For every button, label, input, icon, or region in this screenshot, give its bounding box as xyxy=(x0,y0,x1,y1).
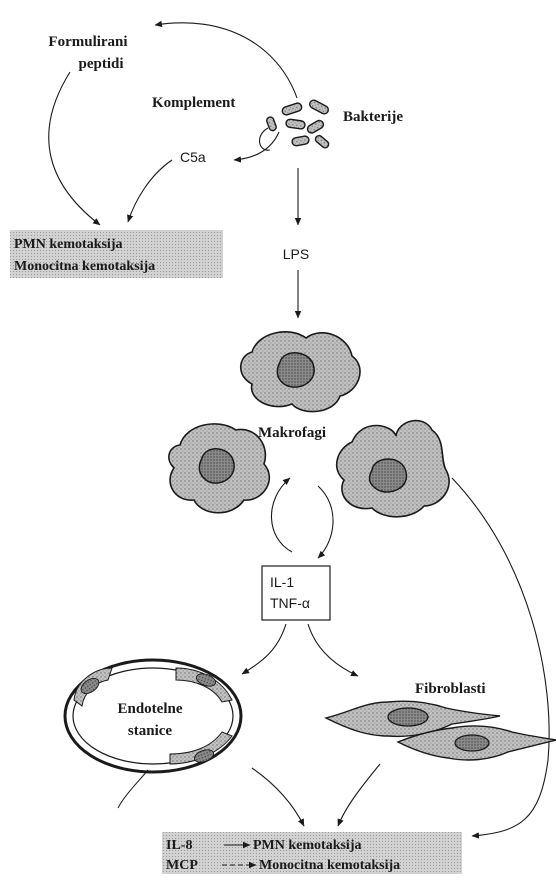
macrophage-top xyxy=(241,332,360,412)
label-lps: LPS xyxy=(283,246,309,262)
macrophage-left xyxy=(169,424,269,513)
label-endotelne-2: stanice xyxy=(128,723,173,739)
label-makrofagi: Makrofagi xyxy=(258,425,326,441)
bottom-il8: IL-8 xyxy=(166,838,192,853)
label-il1: IL-1 xyxy=(270,574,294,590)
arrows-cytokine xyxy=(242,624,358,676)
label-endotelne-1: Endotelne xyxy=(117,701,182,717)
fibroblast-cells xyxy=(326,701,556,760)
label-bakterije: Bakterije xyxy=(343,109,403,125)
label-komplement: Komplement xyxy=(152,95,235,111)
label-fibroblasti: Fibroblasti xyxy=(415,681,486,697)
bottom-mcp-effect: Monocitna kemotaksija xyxy=(259,858,400,873)
bottom-mcp: MCP xyxy=(166,858,198,873)
pmn-box-line2: Monocitna kemotaksija xyxy=(14,259,155,274)
label-formulirani-1: Formulirani xyxy=(48,34,127,50)
label-formulirani-2: peptidi xyxy=(78,56,123,72)
arrows-feedback xyxy=(271,478,549,836)
bacteria-cluster xyxy=(266,99,330,149)
label-c5a: C5a xyxy=(180,149,206,165)
arrows-bottom xyxy=(252,764,380,826)
macrophage-right xyxy=(337,421,449,517)
label-tnf: TNF-α xyxy=(270,595,310,611)
bottom-il8-effect: PMN kemotaksija xyxy=(253,838,362,853)
pmn-box-line1: PMN kemotaksija xyxy=(14,237,123,252)
